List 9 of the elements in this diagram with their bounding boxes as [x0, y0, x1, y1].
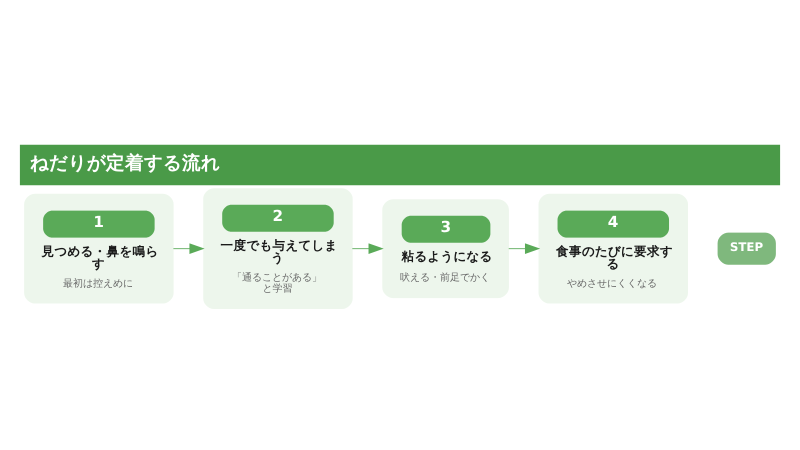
node-box: 4 食事のたびに要求する やめさせにくくなる — [538, 194, 688, 304]
arrow — [172, 243, 205, 254]
node-box: 2 一度でも与えてしまう 「通ることがある」と学習 — [203, 188, 353, 310]
arrow — [508, 243, 540, 254]
label: STEP — [730, 240, 764, 254]
node-box: 3 粘るようになる 吠える・前足でかく — [382, 199, 509, 298]
arrow — [352, 243, 384, 254]
node-box: 1 見つめる・鼻を鳴らす 最初は控えめに — [24, 194, 174, 304]
diagram-title: ねだりが定着する流れ — [30, 152, 220, 174]
